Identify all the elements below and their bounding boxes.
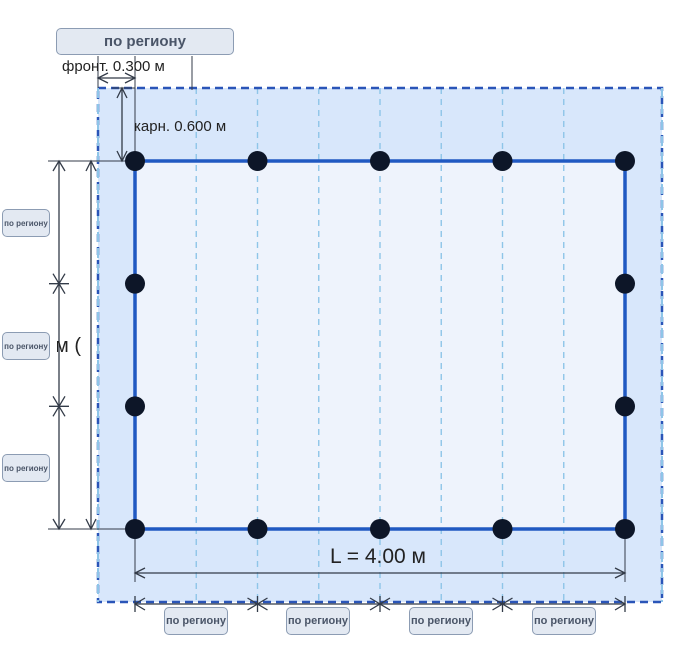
eave-overhang-arrow-head-start [116,86,128,99]
bay-chain-head-left [133,597,146,611]
width-label: ) м [57,335,81,357]
column-post [247,519,268,539]
left-segment-button-3[interactable]: по региону [2,454,50,482]
column-post [125,151,145,171]
column-post [615,273,635,294]
column-post [615,396,635,417]
column-post [492,151,513,171]
eave-overhang-label: карн. 0.600 м [134,118,227,135]
bay-chain-tick-arrows [492,597,513,611]
bay-chain-head-right [614,597,627,611]
width-chain-tick-arrows [52,395,66,417]
column-post [370,519,390,539]
left-segment-button-1[interactable]: по региону [2,209,50,237]
front-overhang-arrow-head-end [124,72,137,84]
bottom-segment-button-1[interactable]: по региону [164,607,228,635]
bottom-segment-button-4[interactable]: по региону [532,607,596,635]
top-region-button[interactable]: по региону [56,28,234,55]
column-post [125,519,145,539]
column-post [125,396,145,417]
column-post [125,273,145,294]
length-arrow-head-end [614,567,627,579]
bottom-segment-button-3[interactable]: по региону [409,607,473,635]
front-overhang-label: фронт. 0.300 м [62,58,165,75]
width-arrow-head-end [85,518,97,531]
length-label: L = 4.00 м [330,545,426,568]
bay-chain-tick-arrows [247,597,268,611]
left-segment-button-2[interactable]: по региону [2,332,50,360]
front-overhang-arrow-head-start [96,72,109,84]
width-arrow-head-start [85,159,97,172]
column-post [370,151,390,171]
width-chain-tick-arrows [52,273,66,295]
column-post [615,519,635,539]
column-post [492,519,513,539]
length-arrow-head-start [133,567,146,579]
width-chain-head-top [52,159,66,172]
bottom-segment-button-2[interactable]: по региону [286,607,350,635]
width-chain-head-bottom [52,518,66,531]
bay-chain-tick-arrows [369,597,391,611]
column-post [247,151,268,171]
column-post [615,151,635,171]
